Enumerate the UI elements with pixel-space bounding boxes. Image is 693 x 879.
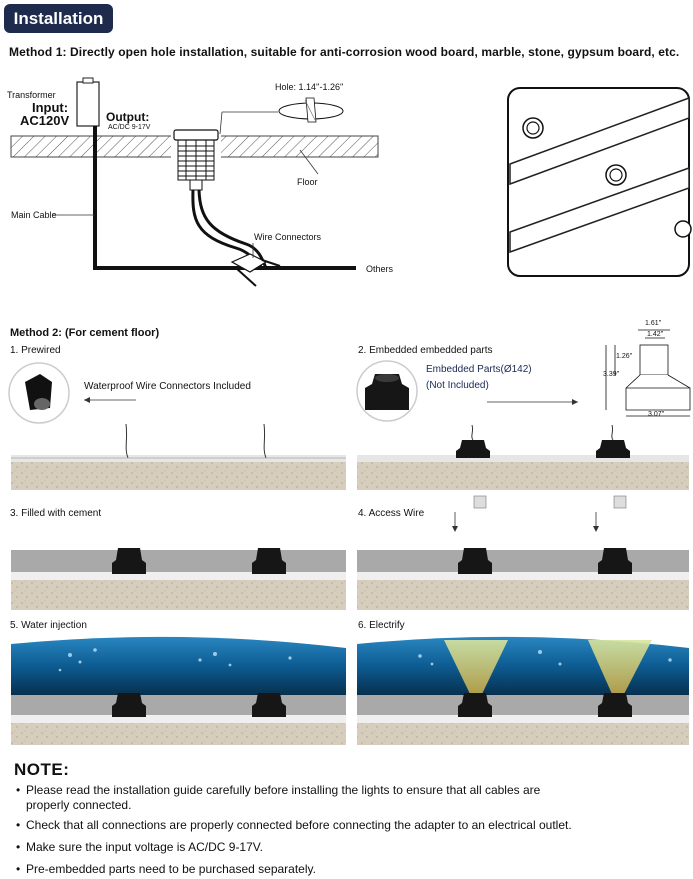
dim-inner: 1.42'' [647, 331, 664, 338]
scene-step1 [11, 423, 346, 490]
note-item-3: •Make sure the input voltage is AC/DC 9-… [16, 840, 264, 854]
step-2-label: 2. Embedded embedded parts [358, 345, 493, 356]
dim-neck: 1.26'' [616, 353, 633, 360]
note-item-4: •Pre-embedded parts need to be purchased… [16, 862, 316, 876]
main-cable [93, 126, 356, 270]
step-4-label: 4. Access Wire [358, 508, 425, 519]
connectors-label: Waterproof Wire Connectors Included [84, 381, 251, 392]
method2-title: Method 2: (For cement floor) [10, 327, 160, 339]
output-voltage: AC/DC 9-17V [108, 124, 151, 131]
scene-step6 [357, 636, 689, 745]
bullet: • [16, 818, 21, 832]
not-included-label: (Not Included) [426, 380, 489, 391]
dim-bottom: 3.07'' [648, 411, 665, 418]
installation-badge: Installation [4, 4, 113, 33]
panel-hole [522, 117, 544, 139]
note-heading: NOTE: [14, 760, 70, 779]
scene-step4 [357, 495, 689, 610]
bullet: • [16, 783, 21, 797]
step-3-label: 3. Filled with cement [10, 508, 102, 519]
dim-height: 3.39'' [603, 371, 620, 378]
bullet: • [16, 840, 21, 854]
input-label: Input: [32, 100, 69, 115]
scene-step2 [357, 424, 689, 490]
panel-hole [605, 164, 627, 186]
dim-top: 1.61'' [645, 320, 662, 327]
embedded-label: Embedded Parts(Ø142) [426, 364, 532, 375]
scene-step5 [11, 636, 346, 745]
light-fixture [173, 129, 219, 141]
step-5-label: 5. Water injection [10, 620, 87, 631]
floor-label: Floor [297, 177, 318, 187]
main-cable-label: Main Cable [11, 210, 57, 220]
input-voltage: AC120V [20, 113, 70, 128]
transformer-box [76, 81, 100, 127]
panel-hole [674, 220, 692, 238]
note-item-2: •Check that all connections are properly… [16, 818, 572, 832]
output-label: Output: [106, 110, 150, 124]
step-1-label: 1. Prewired [10, 345, 61, 356]
scene-step3 [11, 548, 346, 610]
bullet: • [16, 862, 21, 876]
transformer-label: Transformer [7, 90, 56, 100]
method1-title: Method 1: Directly open hole installatio… [9, 45, 680, 59]
wire-connectors-label: Wire Connectors [254, 232, 322, 242]
dimension-drawing [605, 329, 691, 417]
note-item-1: •Please read the installation guide care… [16, 783, 541, 812]
step-6-label: 6. Electrify [358, 620, 405, 631]
others-label: Others [366, 264, 394, 274]
hole-label: Hole: 1.14''-1.26'' [275, 82, 344, 92]
